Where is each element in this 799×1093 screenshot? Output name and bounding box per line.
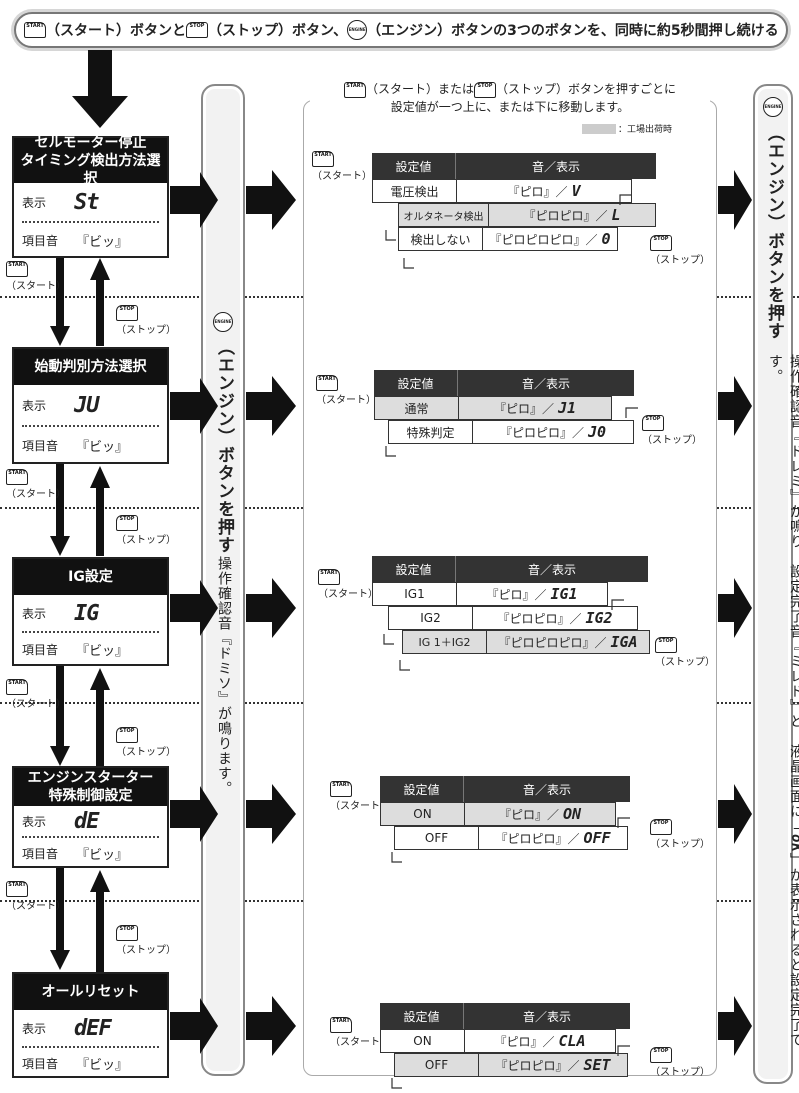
stop-step-label: STOP（ストップ） — [116, 924, 176, 956]
start-button-icon: START — [24, 22, 46, 38]
start-table-label: START（スタート） — [330, 780, 390, 812]
lcd-display: JU — [74, 392, 99, 418]
engine-press-text: （エンジン）ボタンを押す — [214, 338, 234, 554]
banner-text-3: （エンジン）ボタンの3つのボタンを、同時に約5秒間押し続ける — [367, 23, 779, 39]
item-sound: 『ビッ』 — [76, 234, 129, 250]
sound-label: 項目音 — [22, 643, 59, 657]
item-title: セルモーター停止タイミング検出方法選択 — [14, 135, 167, 187]
item-title: エンジンスターター特殊制御設定 — [14, 768, 167, 806]
down-arrow-icon — [72, 50, 128, 128]
flow-arrows — [50, 258, 110, 972]
item-title: 始動判別方法選択 — [14, 349, 167, 385]
display-label: 表示 — [22, 814, 47, 829]
engine-press-note: 操作確認音『ドミソ』が鳴ります。 — [216, 556, 232, 796]
engine-press-final-pill: ENGINE （エンジン）ボタンを押す 操作確認音『ドレミ』が鳴り、設定完了音『… — [753, 84, 799, 1084]
lcd-display: dEF — [74, 1015, 112, 1041]
item-title: オールリセット — [14, 974, 167, 1010]
start-table-label: START（スタート） — [312, 150, 372, 182]
item-box-ig: IG設定 表示 IG 項目音 『ビッ』 — [12, 557, 169, 666]
factory-default-legend: ：工場出荷時 — [618, 125, 673, 135]
item-sound: 『ビッ』 — [76, 439, 129, 455]
engine-icon-final: ENGINE — [763, 96, 783, 117]
display-label: 表示 — [22, 606, 47, 621]
stop-button-icon: STOP — [186, 22, 208, 38]
setting-table-3: 設定値音／表示 IG1『ピロ』／IG1 IG2『ピロピロ』／IG2 IG 1＋I… — [372, 556, 650, 654]
setting-table-2: 設定値音／表示 通常『ピロ』／J1 特殊判定『ピロピロ』／J0 — [374, 370, 634, 444]
sound-label: 項目音 — [22, 438, 59, 453]
display-label: 表示 — [22, 195, 47, 210]
engine-final-note: 操作確認音『ドレミ』が鳴り、設定完了音『ミレド』と、液晶画面に「oK」が表示され… — [767, 354, 799, 1048]
sound-label: 項目音 — [22, 233, 59, 248]
item-box-cell-stop: セルモーター停止タイミング検出方法選択 表示 St 項目音 『ビッ』 — [12, 135, 169, 258]
stop-table-label: STOP（ストップ） — [655, 636, 715, 668]
lcd-display: IG — [74, 600, 99, 626]
setting-table-4: 設定値音／表示 ON『ピロ』／ON OFF『ピロピロ』／OFF — [380, 776, 630, 850]
setting-table-5: 設定値音／表示 ON『ピロ』／CLA OFF『ピロピロ』／SET — [380, 1003, 630, 1077]
display-label: 表示 — [22, 398, 47, 413]
stop-table-label: STOP（ストップ） — [650, 1046, 710, 1078]
start-table-label: START（スタート） — [318, 568, 378, 600]
banner-text-1: （スタート）ボタンと — [46, 23, 186, 39]
stop-table-label: STOP（ストップ） — [650, 818, 710, 850]
factory-default-swatch — [582, 124, 616, 134]
display-label: 表示 — [22, 1021, 47, 1036]
item-sound: 『ビッ』 — [76, 644, 129, 659]
item-sound: 『ビッ』 — [76, 847, 129, 863]
stop-step-label: STOP（ストップ） — [116, 304, 176, 336]
stop-table-label: STOP（ストップ） — [650, 234, 710, 266]
engine-final-text: （エンジン）ボタンを押す — [764, 124, 784, 340]
stop-table-label: STOP（ストップ） — [642, 414, 702, 446]
start-button-icon: START — [343, 81, 366, 98]
sound-label: 項目音 — [22, 1056, 59, 1071]
engine-button-icon: ENGINE — [347, 20, 368, 40]
engine-icon-small: ENGINE — [213, 311, 233, 332]
start-step-label: START（スタート） — [6, 678, 66, 710]
start-step-label: START（スタート） — [6, 468, 66, 500]
start-step-label: START（スタート） — [6, 260, 66, 292]
start-step-label: START（スタート） — [6, 880, 66, 912]
item-sound: 『ビッ』 — [76, 1057, 129, 1073]
setting-table-1: 設定値音／表示 電圧検出『ピロ』／V オルタネータ検出『ピロピロ』／L 検出しな… — [372, 153, 656, 251]
lcd-display: dE — [74, 808, 99, 834]
stop-button-icon: STOP — [474, 81, 496, 98]
instruction-banner: START （スタート）ボタンと STOP （ストップ）ボタン、 ENGINE … — [14, 12, 788, 48]
stop-step-label: STOP（ストップ） — [116, 514, 176, 546]
engine-press-pill: ENGINE （エンジン）ボタンを押す 操作確認音『ドミソ』が鳴ります。 — [201, 84, 245, 1076]
banner-text-2: （ストップ）ボタン、 — [208, 23, 348, 39]
item-box-start-judge: 始動判別方法選択 表示 JU 項目音 『ビッ』 — [12, 347, 169, 464]
stop-step-label: STOP（ストップ） — [116, 726, 176, 758]
start-table-label: START（スタート） — [330, 1016, 390, 1048]
lcd-display: St — [74, 189, 99, 215]
item-box-all-reset: オールリセット 表示 dEF 項目音 『ビッ』 — [12, 972, 169, 1078]
item-title: IG設定 — [14, 559, 167, 595]
item-box-special-control: エンジンスターター特殊制御設定 表示 dE 項目音 『ビッ』 — [12, 766, 169, 868]
start-table-label: START（スタート） — [316, 374, 376, 406]
sound-label: 項目音 — [22, 846, 59, 861]
